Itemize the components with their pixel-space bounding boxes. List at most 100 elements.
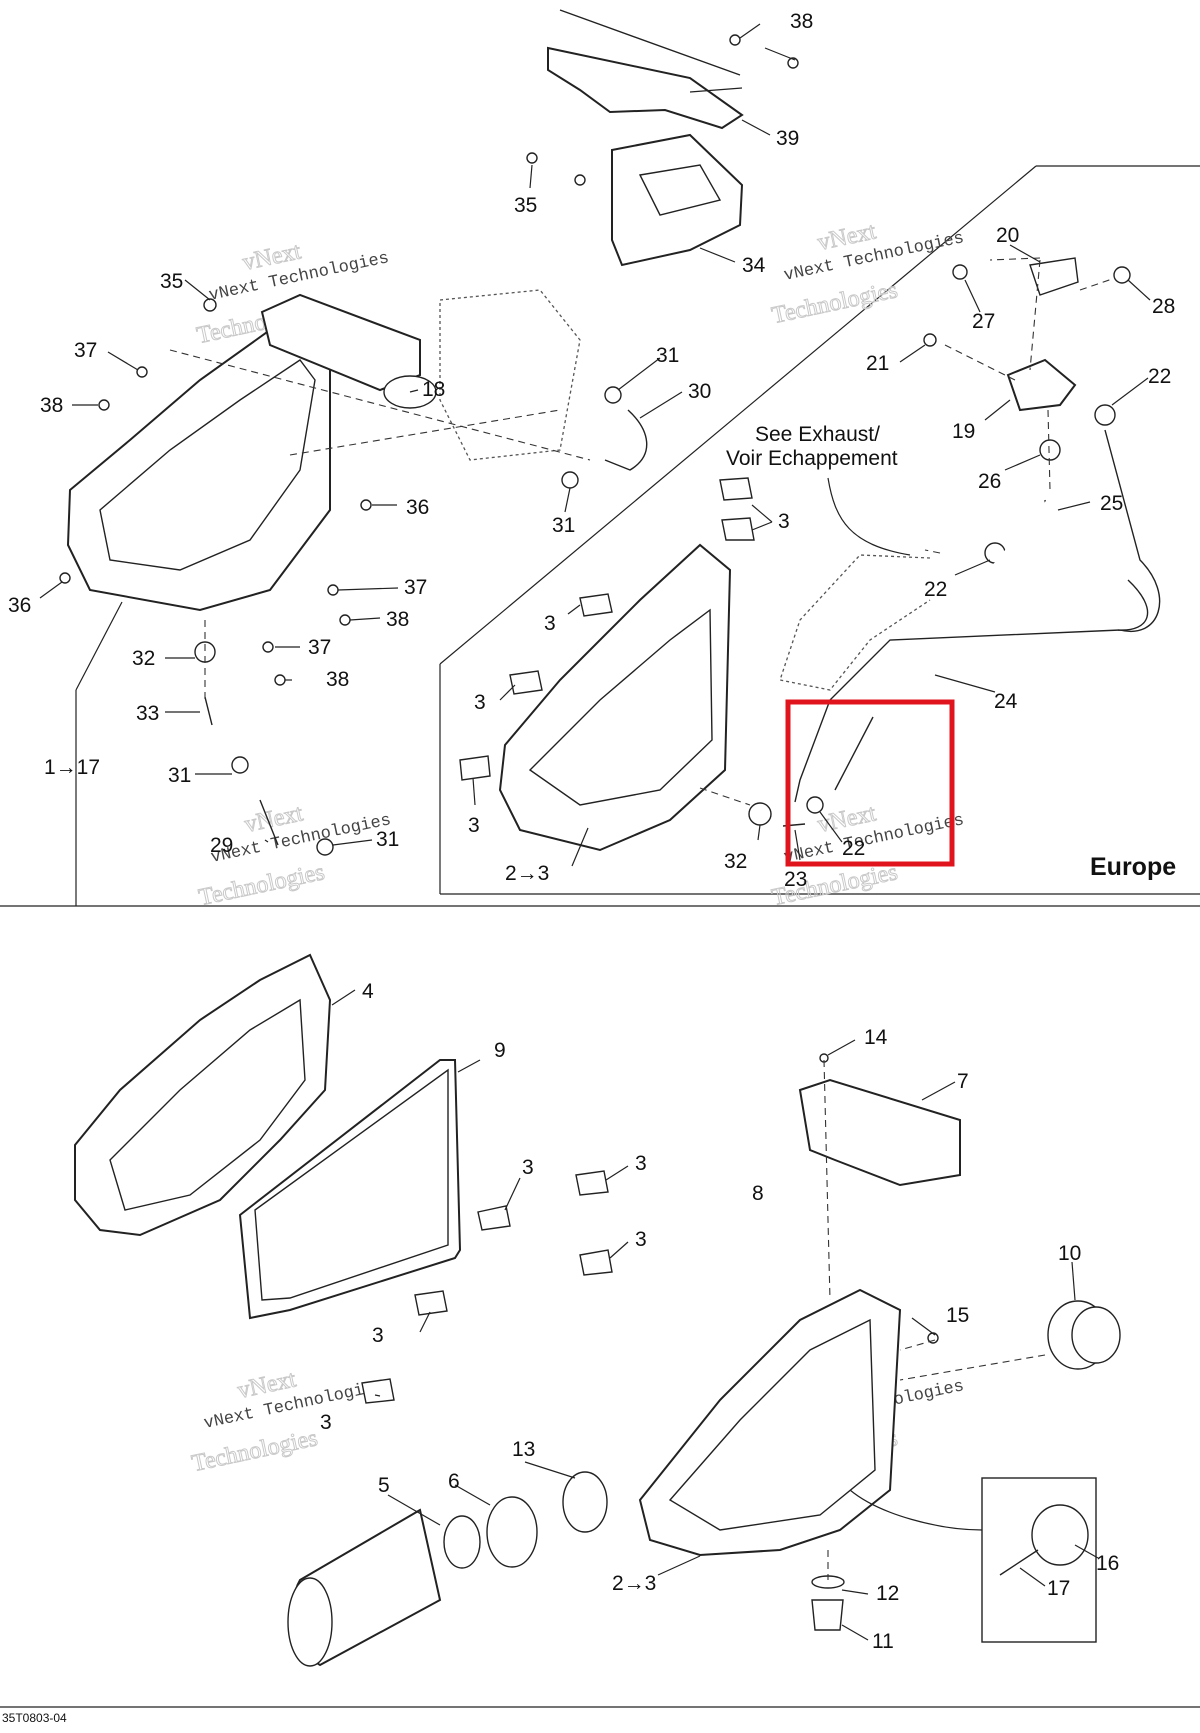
- callouts-top: 38 39 35 34 35 37 38 18 31 30 31 36 36 3…: [8, 10, 1175, 891]
- callout-label: 3: [635, 1152, 647, 1175]
- screw-36: [360, 499, 372, 511]
- callout-label: 31: [168, 764, 191, 787]
- filter-end: [287, 1577, 333, 1667]
- clip-3: [414, 1290, 448, 1316]
- nut-28: [1113, 266, 1131, 284]
- highlight-box: [785, 699, 955, 867]
- dashed-leader: [944, 344, 1016, 381]
- heat-shield-assembly: [526, 9, 799, 267]
- callout-label: 35: [514, 194, 537, 217]
- nut-38: [787, 57, 799, 69]
- washer-37: [262, 641, 274, 653]
- bracket-39: [547, 46, 744, 130]
- callout-label: 23: [784, 868, 807, 891]
- clips-3-europe: [459, 477, 755, 781]
- region-label: Europe: [1090, 853, 1176, 881]
- callout-label: 26: [978, 470, 1001, 493]
- europe-inset: [459, 257, 1161, 852]
- inset-leader: [849, 1489, 983, 1531]
- callout-label: 35: [160, 270, 183, 293]
- callout-label: 22: [842, 837, 865, 860]
- callout-label: 32: [132, 647, 155, 670]
- bracket-diagonal: [75, 601, 123, 691]
- airbox-europe-inner: [528, 608, 713, 806]
- callout-label: 39: [776, 127, 799, 150]
- dashed-leader: [899, 1354, 1046, 1381]
- grommet-27: [952, 264, 968, 280]
- dashed-leader: [699, 787, 751, 806]
- nut-38: [98, 399, 110, 411]
- shield-rib: [638, 164, 722, 216]
- callout-label: 28: [1152, 295, 1175, 318]
- callout-label: 3: [522, 1156, 534, 1179]
- dashed-leader: [823, 1059, 831, 1301]
- rod-part: [559, 9, 741, 76]
- clips-3-lower: [361, 1170, 613, 1404]
- callout-label: 29: [210, 834, 233, 857]
- callout-label: 36: [8, 594, 31, 617]
- clip-3: [579, 1249, 613, 1276]
- hose-24-bend: [1117, 579, 1149, 631]
- grommet-32: [748, 802, 772, 826]
- callouts-bottom: 4 9 3 3 3 3 3 14 7 8 10 15 13 6 5 2→3 12…: [320, 980, 1119, 1653]
- exhaust-note-line2: Voir Echappement: [726, 447, 898, 470]
- bolt-35: [203, 298, 217, 312]
- screw-36: [59, 572, 71, 584]
- washer-37: [327, 584, 339, 596]
- callout-label: 17: [1047, 1577, 1070, 1600]
- callout-label: 18: [422, 378, 445, 401]
- callout-label: 5: [378, 1474, 390, 1497]
- clamp-22: [806, 796, 824, 814]
- flange-6: [486, 1496, 538, 1568]
- callout-label: 7: [957, 1070, 969, 1093]
- clip-3: [459, 755, 491, 781]
- callout-label: 24: [994, 690, 1018, 713]
- bracket-20: [1029, 257, 1079, 296]
- washer-37: [136, 366, 148, 378]
- clamp-26: [1039, 439, 1061, 461]
- callout-label: 3: [635, 1228, 647, 1251]
- cap-16: [1031, 1504, 1089, 1566]
- callout-label: 1→17: [44, 756, 100, 779]
- callout-label: 11: [872, 1630, 894, 1653]
- clamp-6: [443, 1515, 481, 1569]
- clip-3: [361, 1378, 395, 1404]
- callout-label: 37: [74, 339, 97, 362]
- callout-label: 31: [376, 828, 399, 851]
- clip-3: [721, 517, 755, 541]
- intake-duct-7: [798, 1078, 961, 1187]
- dashed-leader: [1047, 409, 1051, 491]
- callout-label: 2→3: [612, 1572, 656, 1595]
- nut-38: [729, 34, 741, 46]
- callout-label: 3: [468, 814, 480, 837]
- dashed-leader: [289, 409, 561, 456]
- clamp-13: [562, 1471, 608, 1533]
- callout-leaders: [39, 23, 1151, 1641]
- hose-30: [604, 409, 648, 471]
- carburetor-ghost: [439, 289, 581, 461]
- clip-17: [999, 1549, 1039, 1576]
- hose-24: [794, 429, 1161, 803]
- gasket-9-inner: [254, 1068, 449, 1301]
- clamp-31: [231, 756, 249, 774]
- dashed-leader: [899, 1339, 936, 1351]
- callout-label: 22: [1148, 365, 1171, 388]
- clip-3: [509, 670, 543, 695]
- callout-label: 36: [406, 496, 429, 519]
- hose-24-end: [834, 716, 874, 791]
- callout-label: 6: [448, 1470, 460, 1493]
- callout-label: 27: [972, 310, 995, 333]
- clip-3: [575, 1170, 609, 1196]
- nut-38: [339, 614, 351, 626]
- callout-label: 33: [136, 702, 159, 725]
- dashed-leader: [924, 549, 941, 554]
- callout-label: 37: [308, 636, 331, 659]
- callout-label: 38: [386, 608, 409, 631]
- bolt-35: [526, 152, 538, 164]
- callout-label: 3: [372, 1324, 384, 1347]
- adapter-10-ring: [1071, 1306, 1121, 1364]
- callout-label: 21: [866, 352, 889, 375]
- callout-label: 3: [544, 612, 556, 635]
- airbox-left-assembly: [59, 289, 648, 856]
